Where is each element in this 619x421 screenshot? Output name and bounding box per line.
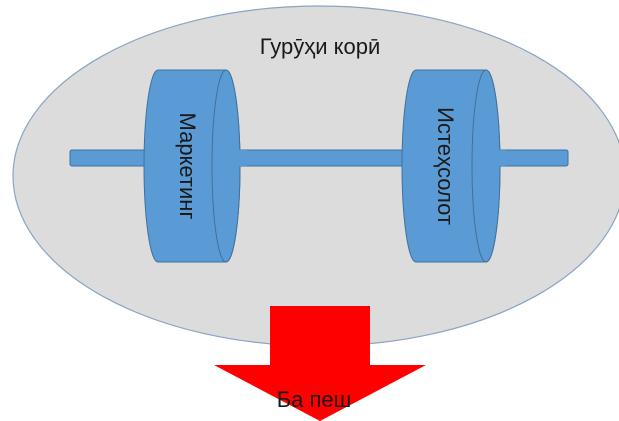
right-drum-label: Истеҳсолот [433,107,458,225]
left-drum-label: Маркетинг [175,113,200,220]
forward-arrow [214,306,426,421]
left-drum [143,69,247,263]
right-drum [401,69,505,263]
group-label: Гурӯҳи корӣ [260,34,380,59]
arrow-label: Ба пеш [277,387,352,412]
